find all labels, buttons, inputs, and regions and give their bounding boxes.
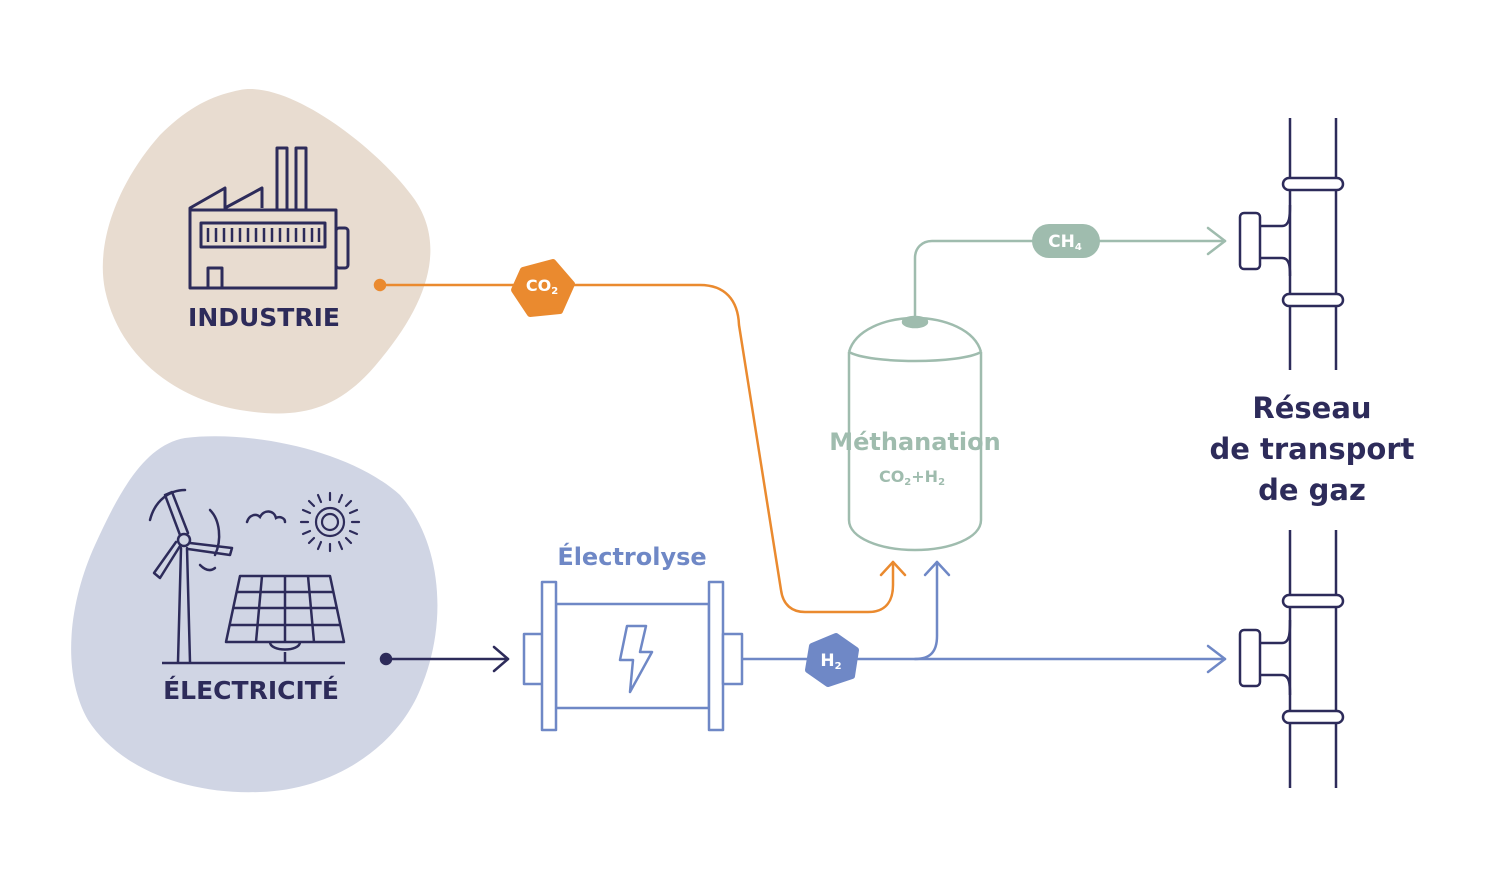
- methanation-tank-icon: [847, 315, 983, 552]
- svg-text:Réseau: Réseau: [1252, 391, 1371, 425]
- methanation-label: Méthanation: [829, 428, 1000, 456]
- co2-badge: CO2: [511, 259, 575, 317]
- gas-pipe-top-icon: [1238, 118, 1345, 370]
- electrolyse-label: Électrolyse: [557, 542, 706, 571]
- co2-flow-line: [373, 278, 907, 614]
- svg-text:H2: H2: [820, 651, 841, 672]
- wind-turbine-icon: [148, 488, 234, 664]
- sun-icon: [299, 491, 361, 553]
- svg-text:de transport: de transport: [1209, 432, 1414, 466]
- electricity-flow-arrow: [379, 645, 510, 673]
- reseau-label: Réseau de transport de gaz: [1209, 391, 1414, 507]
- industrie-blob: [102, 89, 431, 414]
- h2-badge: H2: [805, 633, 859, 687]
- cloud-icon: [245, 510, 287, 524]
- solar-panel-icon: [162, 574, 346, 665]
- gas-pipe-bottom-icon: [1238, 530, 1345, 788]
- ch4-flow-line: [913, 226, 1227, 322]
- electrolyser-icon: [522, 580, 744, 732]
- factory-icon: [188, 146, 350, 290]
- industrie-label: INDUSTRIE: [188, 303, 340, 332]
- electricite-label: ÉLECTRICITÉ: [163, 676, 339, 705]
- ch4-badge: CH4: [1032, 224, 1100, 258]
- svg-text:de gaz: de gaz: [1258, 473, 1366, 507]
- svg-text:CO2: CO2: [526, 276, 558, 297]
- svg-text:CH4: CH4: [1048, 232, 1082, 253]
- methanation-formula: CO2+H2: [879, 467, 945, 488]
- lightning-icon: [618, 624, 654, 694]
- electricite-blob: [71, 436, 438, 793]
